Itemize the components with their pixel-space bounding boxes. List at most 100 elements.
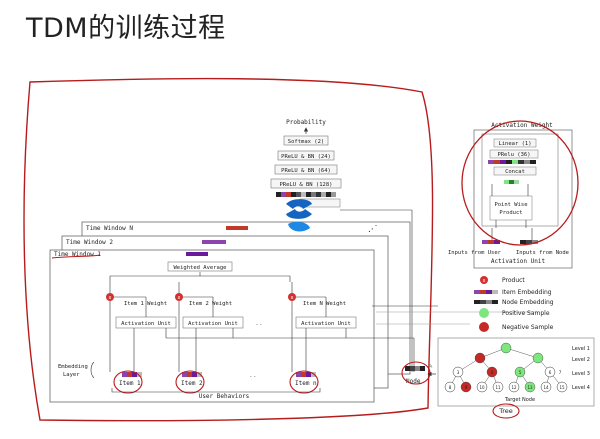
level-1-label: Level 1	[572, 346, 590, 352]
svg-text:5: 5	[519, 370, 522, 375]
item-n-weight-label: Item N Weight	[303, 301, 346, 307]
svg-text:x: x	[109, 295, 112, 301]
time-window-n-label: Time Window N	[86, 225, 133, 232]
activation-unit-1-label: Activation Unit	[121, 321, 171, 327]
target-node-label: Target Node	[504, 397, 535, 403]
product-node-1: x	[106, 293, 114, 301]
pencil-icon: ✎	[428, 363, 433, 370]
node-label: Node	[406, 378, 421, 385]
concat-label: Concat	[505, 169, 525, 175]
concat-layer	[493, 166, 537, 176]
product-node-2: x	[175, 293, 183, 301]
legend-item-embedding: Item Embedding	[502, 289, 552, 296]
annotation-circle-tree	[492, 403, 520, 419]
user-input-bar	[482, 240, 500, 244]
level-3-label: Level 3	[572, 371, 590, 377]
item-2-embedding	[182, 372, 202, 377]
inputs-user-label: Inputs from User	[448, 250, 502, 256]
item-1-label: Item 1	[119, 380, 141, 387]
prelu-24-label: PReLU & BN (24)	[281, 154, 331, 160]
svg-text:x: x	[178, 295, 181, 301]
inputs-node-label: Inputs from Node	[516, 250, 569, 256]
annotation-circle-activation	[461, 120, 579, 246]
level-2-label: Level 2	[572, 357, 590, 363]
embedding-layer-label-2: Layer	[63, 372, 80, 378]
weighted-average-label: Weighted Average	[174, 265, 227, 271]
linear-layer	[493, 138, 537, 148]
green-feedback-lines	[376, 311, 538, 325]
svg-text:13: 13	[527, 385, 533, 390]
tree-node-numbers: 3 4 5 6 7 8 9 10 11 12 13 14 15	[449, 370, 565, 390]
svg-text:9: 9	[465, 385, 468, 390]
prelu-64-layer	[274, 164, 338, 175]
item-2-label: Item 2	[181, 380, 203, 387]
point-wise-label: Point Wise	[494, 202, 527, 208]
svg-text:12: 12	[511, 385, 517, 390]
svg-text:6: 6	[549, 370, 552, 375]
user-behaviors-label: User Behaviors	[199, 393, 250, 400]
level-4-label: Level 4	[572, 385, 590, 391]
item-n-label: Item n	[295, 380, 317, 387]
activation-ellipsis: . .	[256, 320, 262, 327]
point-wise-product-box	[489, 195, 533, 221]
annotation-outline-network	[23, 77, 434, 422]
linear-label: Linear (1)	[498, 141, 531, 147]
annotation-circle-item-n	[289, 370, 319, 394]
tree-label: Tree	[498, 407, 513, 415]
svg-text:x: x	[291, 295, 294, 301]
item-1-weight-label: Item 1 Weight	[124, 301, 167, 307]
softmax-layer	[283, 135, 329, 146]
item-dots: . .	[250, 372, 256, 379]
slide-title: TDM的训练过程	[26, 13, 226, 44]
probability-label: Probability	[286, 119, 326, 126]
annotation-circle-item-1	[113, 370, 143, 394]
svg-text:11: 11	[495, 385, 501, 390]
annotation-underline	[51, 254, 101, 259]
connector-lines	[109, 209, 415, 372]
tree-node-1	[500, 342, 512, 354]
item-1-embedding	[122, 372, 142, 377]
weighted-average-box	[167, 261, 233, 272]
svg-text:10: 10	[479, 385, 485, 390]
prelu-24-layer	[277, 150, 335, 161]
annotation-circle-item-2	[175, 370, 205, 394]
prelu-64-label: PReLU & BN (64)	[281, 168, 331, 174]
more-windows-dots: .·˙	[368, 225, 378, 235]
product-node-n: x	[288, 293, 296, 301]
svg-text:7: 7	[559, 370, 562, 375]
legend: x Product Item Embedding Node Embedding …	[474, 276, 554, 332]
tree-nodes	[444, 342, 568, 393]
watermark-logo	[286, 199, 312, 232]
legend-positive: Positive Sample	[502, 310, 550, 317]
legend-node-embedding: Node Embedding	[502, 299, 554, 306]
svg-text:x: x	[483, 278, 486, 284]
prelu-36-label: PRelu (36)	[497, 152, 530, 158]
svg-text:15: 15	[559, 385, 565, 390]
activation-weight-label: Activation Weight	[491, 122, 553, 129]
time-window-output-bars	[186, 226, 248, 256]
svg-text:3: 3	[457, 370, 460, 375]
product-label: Product	[499, 210, 522, 216]
embedding-layer-label-1: Embedding	[58, 364, 88, 370]
node-input-bar	[520, 240, 538, 244]
prelu-36-layer	[489, 149, 539, 159]
node-embedding	[405, 366, 425, 371]
prelu-128-label: PReLU & BN (128)	[280, 182, 333, 188]
softmax-label: Softmax (2)	[288, 139, 324, 145]
svg-text:8: 8	[449, 385, 452, 390]
activation-unit-2-label: Activation Unit	[188, 321, 238, 327]
panel-mid-bar	[504, 180, 519, 184]
prelu-128-layer	[270, 178, 342, 189]
svg-text:14: 14	[543, 385, 549, 390]
legend-negative: Negative Sample	[502, 324, 554, 331]
legend-product: Product	[502, 277, 525, 284]
tree-node-2b	[532, 352, 544, 364]
concat-embedding-bar	[276, 192, 336, 197]
time-window-2-label: Time Window 2	[66, 239, 113, 246]
panel-concat-bar	[488, 160, 536, 164]
time-window-1-label: Time Window 1	[54, 251, 101, 258]
item-2-weight-label: Item 2 Weight	[189, 301, 232, 307]
tree-node-2a	[474, 352, 486, 364]
